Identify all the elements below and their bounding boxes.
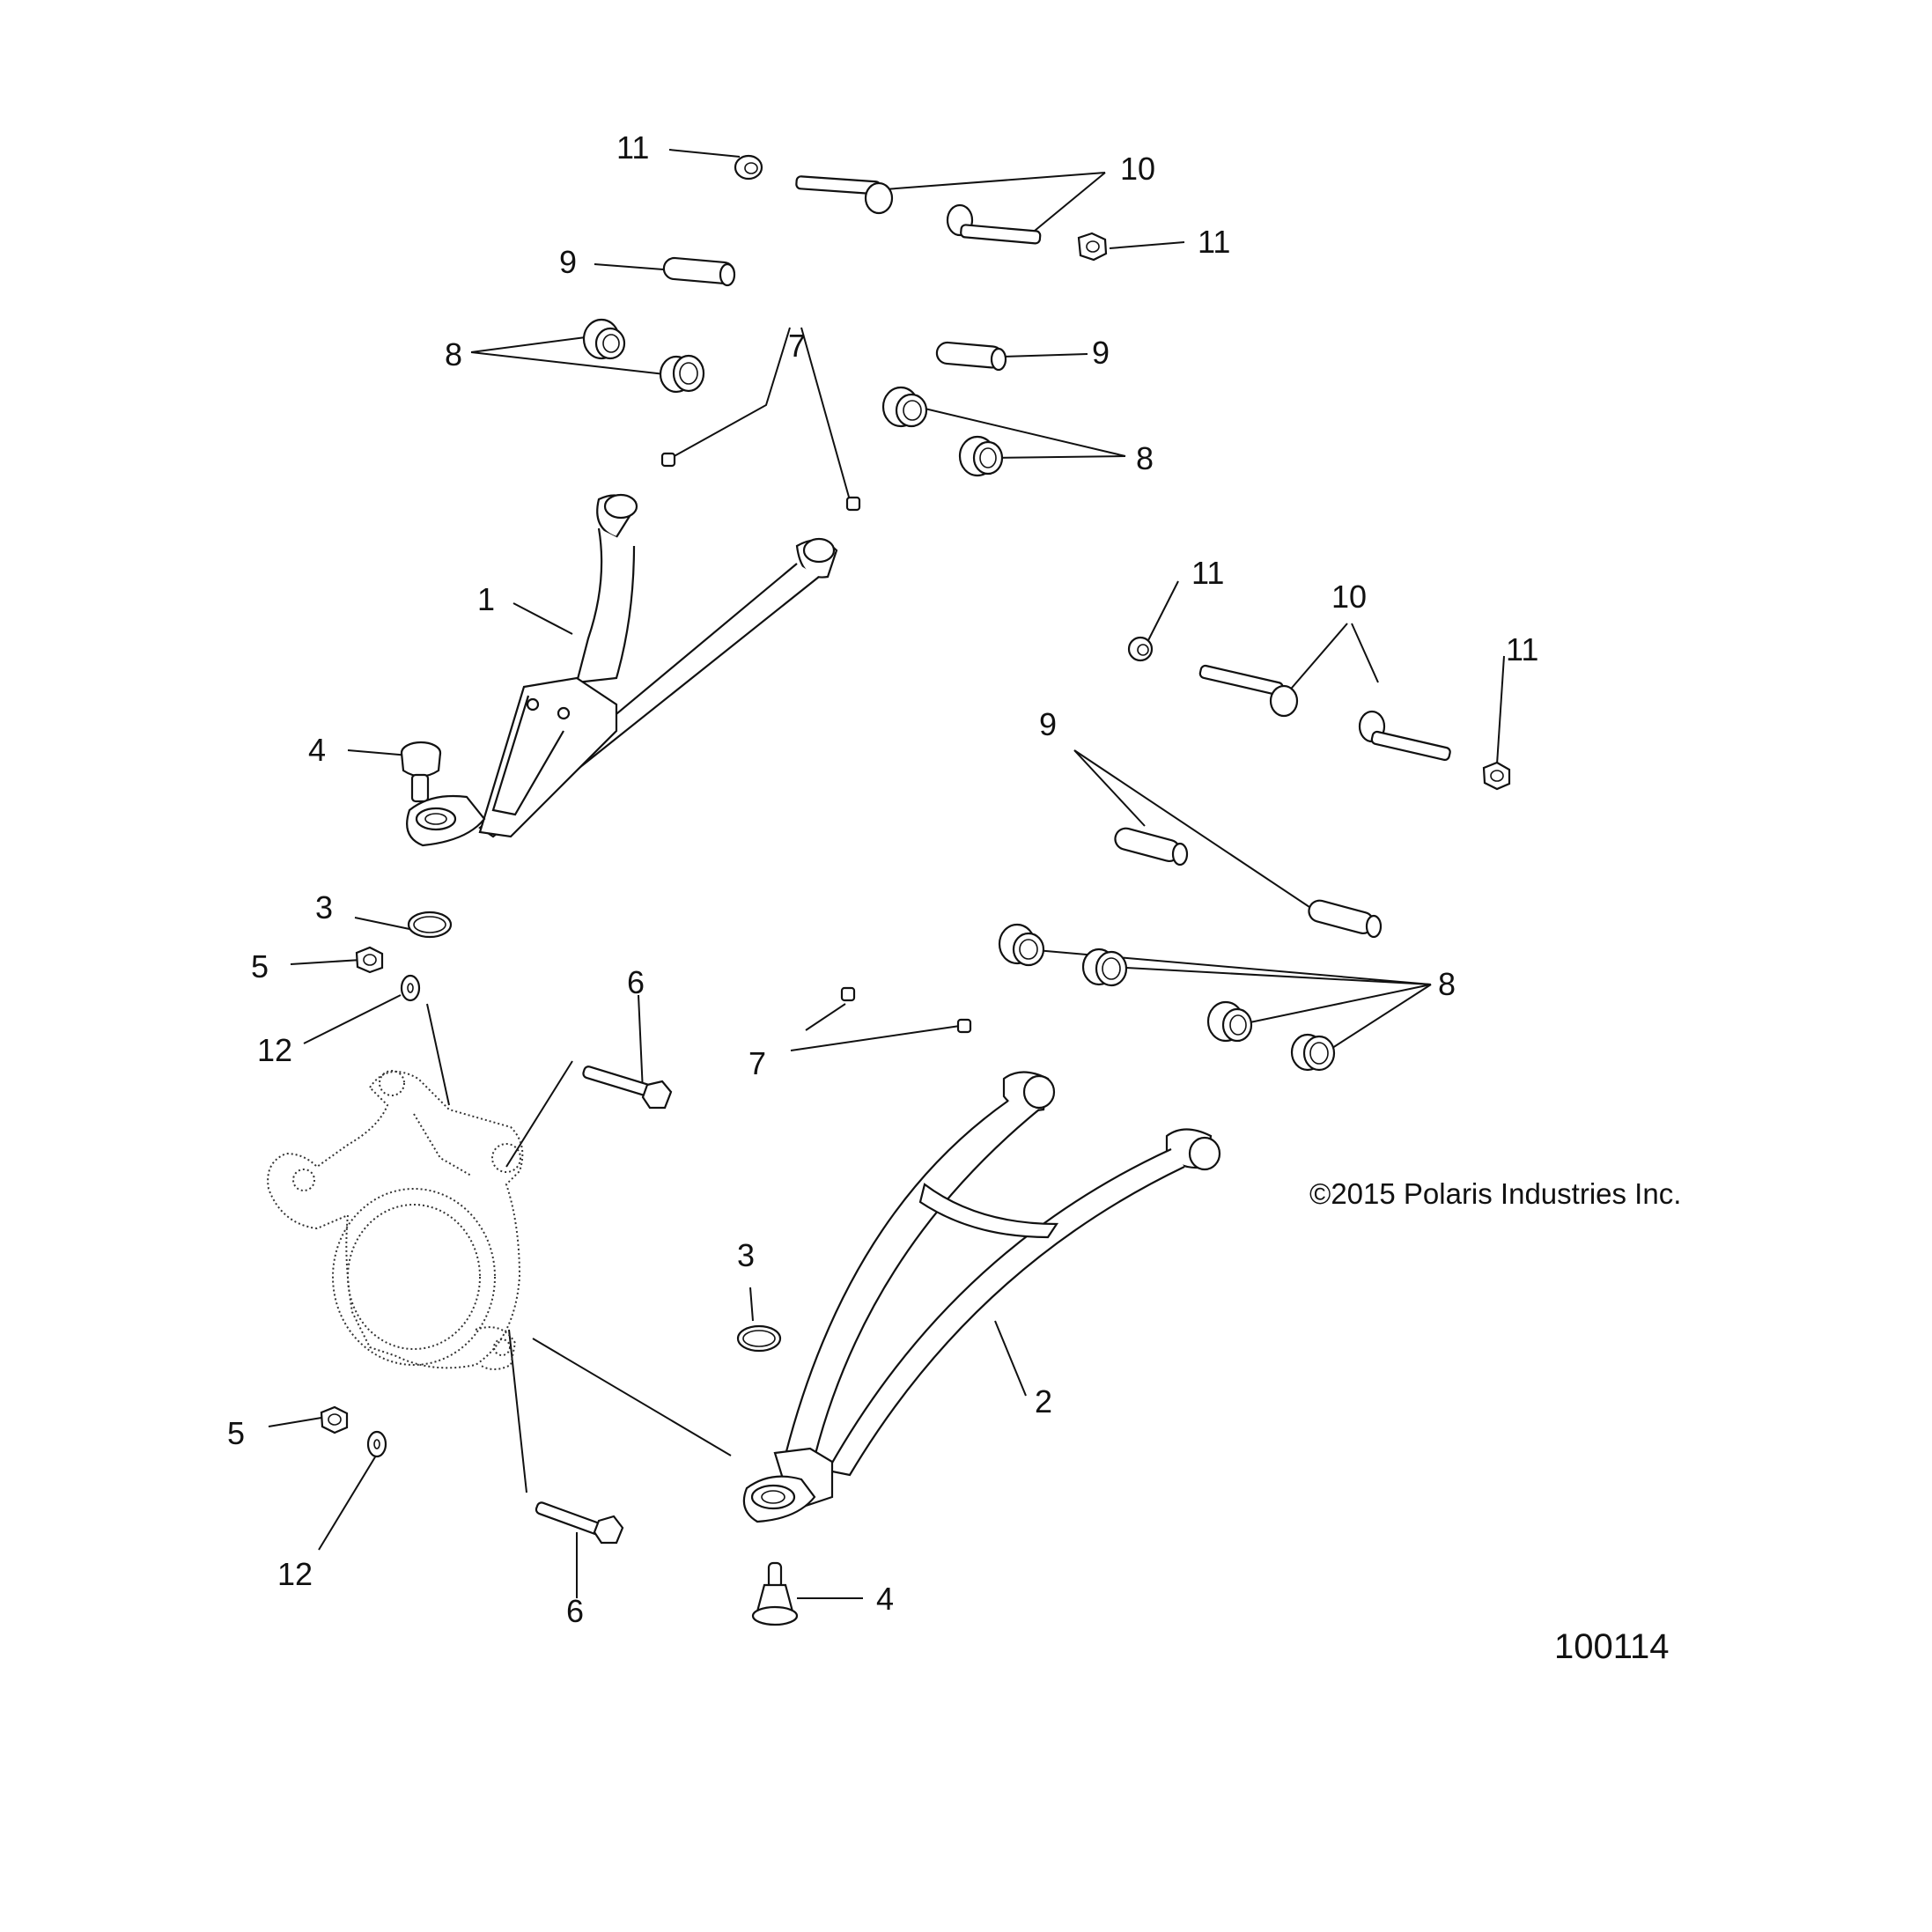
callout-label: 8 bbox=[445, 336, 462, 372]
lower-a-arm bbox=[742, 1071, 1221, 1523]
bushing-icon bbox=[998, 923, 1045, 967]
ball-joint-icon bbox=[751, 1561, 799, 1626]
callout-label: 9 bbox=[1039, 706, 1057, 742]
callout-label: 3 bbox=[315, 889, 333, 925]
callout-label: 4 bbox=[308, 732, 326, 768]
snap-ring-icon bbox=[407, 911, 453, 939]
callout-label: 12 bbox=[257, 1032, 292, 1068]
washer-icon bbox=[400, 974, 421, 1002]
callout-label: 4 bbox=[876, 1581, 894, 1617]
callout-label: 8 bbox=[1136, 440, 1154, 476]
bolt-icon bbox=[1198, 664, 1299, 718]
callout-label: 5 bbox=[227, 1415, 245, 1451]
callout-label: 8 bbox=[1438, 966, 1456, 1002]
callout-label: 11 bbox=[1191, 555, 1224, 591]
hardware-parts bbox=[320, 154, 1511, 1626]
callout-label: 5 bbox=[251, 948, 269, 984]
bolt-icon bbox=[535, 1501, 624, 1545]
bolt-icon bbox=[795, 175, 894, 215]
callout-label: 2 bbox=[1035, 1383, 1052, 1420]
copyright-notice: ©2015 Polaris Industries Inc. bbox=[1309, 1177, 1681, 1210]
grease-fitting-icon bbox=[956, 1018, 972, 1034]
bushing-icon bbox=[582, 318, 626, 360]
ball-joint-icon bbox=[400, 741, 442, 803]
leader-lines bbox=[268, 149, 1505, 1599]
callout-label: 9 bbox=[1092, 335, 1110, 371]
nut-icon bbox=[1127, 636, 1154, 662]
callout-label: 7 bbox=[748, 1045, 766, 1081]
grease-fitting-icon bbox=[845, 496, 861, 512]
sleeve-icon bbox=[662, 256, 736, 287]
callout-label: 11 bbox=[616, 129, 649, 166]
callout-label: 6 bbox=[627, 964, 645, 1000]
bolt-icon bbox=[582, 1066, 673, 1110]
nut-icon bbox=[734, 154, 763, 181]
bolt-icon bbox=[946, 203, 1042, 245]
callout-label: 3 bbox=[737, 1237, 755, 1273]
callout-labels: 11 10 11 9 8 9 7 8 1 11 10 11 9 4 3 5 12… bbox=[227, 129, 1538, 1629]
bolt-icon bbox=[1358, 710, 1451, 761]
sleeve-icon bbox=[935, 341, 1007, 372]
callout-label: 9 bbox=[559, 244, 577, 280]
callout-label: 11 bbox=[1506, 631, 1538, 667]
callout-label: 10 bbox=[1331, 579, 1367, 615]
nut-icon bbox=[1482, 761, 1511, 791]
callout-label: 6 bbox=[566, 1593, 584, 1629]
washer-icon bbox=[366, 1430, 387, 1458]
callout-label: 7 bbox=[788, 328, 806, 364]
bushing-icon bbox=[1206, 1000, 1253, 1043]
diagram-number: 100114 bbox=[1554, 1627, 1670, 1666]
snap-ring-icon bbox=[736, 1324, 782, 1353]
bushing-icon bbox=[958, 435, 1004, 477]
bushing-icon bbox=[1081, 948, 1128, 987]
bushing-icon bbox=[881, 386, 928, 428]
sleeve-icon bbox=[1308, 899, 1383, 939]
upper-a-arm bbox=[406, 493, 838, 847]
callout-label: 11 bbox=[1198, 224, 1230, 260]
bushing-icon bbox=[659, 354, 705, 394]
callout-label: 1 bbox=[477, 581, 495, 617]
nut-icon bbox=[320, 1405, 349, 1434]
grease-fitting-icon bbox=[840, 986, 856, 1002]
steering-knuckle bbox=[267, 1070, 524, 1370]
sleeve-icon bbox=[1114, 827, 1189, 866]
nut-icon bbox=[355, 946, 384, 974]
nut-icon bbox=[1077, 232, 1108, 262]
callout-label: 10 bbox=[1120, 151, 1155, 187]
callout-label: 12 bbox=[277, 1556, 313, 1592]
grease-fitting-icon bbox=[660, 452, 676, 468]
bushing-icon bbox=[1290, 1033, 1336, 1072]
